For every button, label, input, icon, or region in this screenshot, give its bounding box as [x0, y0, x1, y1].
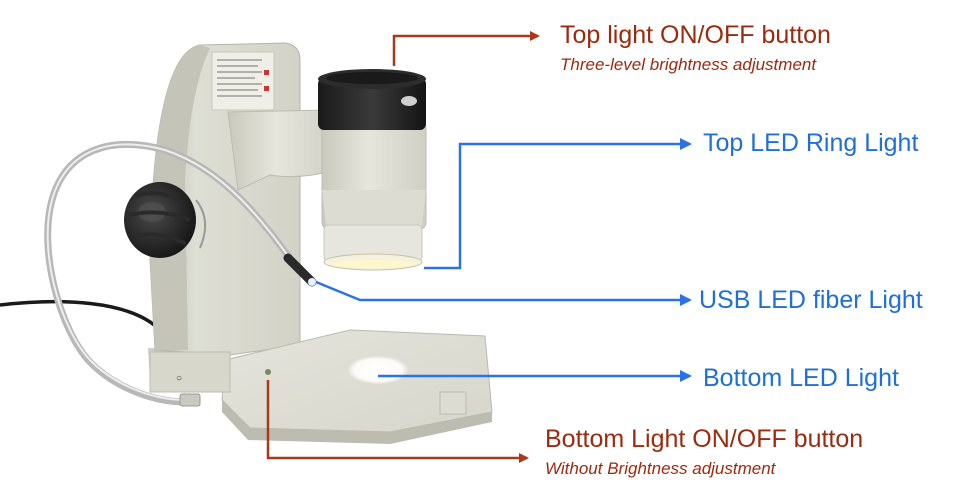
base-logo-mark: ○ [176, 373, 182, 384]
ring-light-callout-title: Top LED Ring Light [703, 129, 919, 157]
focus-knob [124, 182, 207, 258]
spec-label-lines [217, 59, 262, 97]
fiber-light-tip [308, 278, 316, 286]
base-front-strip [149, 351, 231, 393]
top-button-callout-title: Top light ON/OFF button [560, 21, 831, 49]
top-button-callout-subtitle: Three-level brightness adjustment [560, 55, 817, 74]
callout-line-top-button [392, 31, 540, 66]
callout-line-fiber-light [315, 280, 692, 306]
usb-plug [179, 393, 201, 407]
spec-label-sticker [211, 51, 275, 111]
camera-head [321, 119, 427, 271]
bottom-button-callout-subtitle: Without Brightness adjustment [545, 459, 776, 478]
bottom-light-button [265, 369, 271, 375]
fiber-gooseneck-highlight [46, 143, 301, 401]
stage-light-disc [348, 356, 408, 384]
spec-label-red-mark-2 [264, 86, 269, 91]
callout-line-bottom-button [266, 380, 529, 463]
spec-label-red-mark [264, 70, 269, 75]
bottom-light-callout-title: Bottom LED Light [703, 364, 899, 392]
top-cap [318, 69, 426, 130]
fiber-light-callout-title: USB LED fiber Light [699, 286, 923, 314]
callout-line-ring-light [424, 138, 692, 270]
fiber-light-head [283, 253, 317, 287]
bottom-button-callout-title: Bottom Light ON/OFF button [545, 425, 864, 453]
